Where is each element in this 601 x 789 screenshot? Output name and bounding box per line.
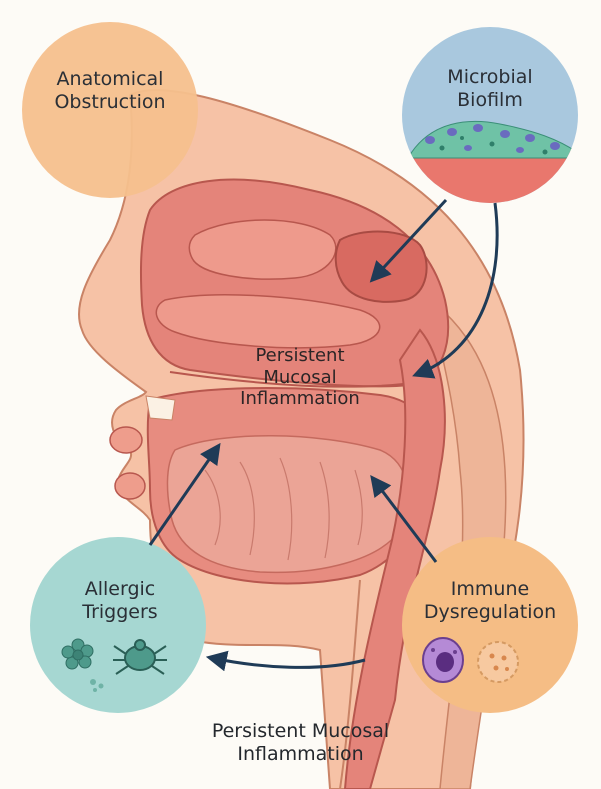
bottom-caption: Persistent Mucosal Inflammation	[150, 720, 451, 766]
allergic-line2: Triggers	[40, 601, 200, 624]
upper-lip	[110, 427, 142, 453]
immune-line1: Immune	[410, 578, 570, 601]
caption-line1: Persistent Mucosal	[150, 720, 451, 743]
allergic-triggers-circle	[30, 537, 206, 713]
microbial-biofilm-label: Microbial Biofilm	[410, 66, 570, 112]
microbial-line1: Microbial	[410, 66, 570, 89]
anatomical-obstruction-label: Anatomical Obstruction	[30, 68, 190, 114]
anatomical-line2: Obstruction	[30, 91, 190, 114]
immune-cell-icon	[423, 638, 463, 682]
center-line1: Persistent	[215, 345, 385, 367]
microbial-line2: Biofilm	[410, 89, 570, 112]
center-inflammation-label: Persistent Mucosal Inflammation	[215, 345, 385, 410]
immune-dysregulation-label: Immune Dysregulation	[410, 578, 570, 624]
immune-dysregulation-circle	[402, 537, 578, 713]
tongue	[167, 436, 408, 573]
allergic-triggers-label: Allergic Triggers	[40, 578, 200, 624]
microbial-biofilm-circle	[400, 27, 590, 210]
mast-cell-icon	[478, 642, 518, 682]
anatomical-line1: Anatomical	[30, 68, 190, 91]
sphenoid-sinus	[336, 232, 427, 302]
superior-turbinate	[189, 220, 335, 279]
center-line3: Inflammation	[215, 388, 385, 410]
immune-line2: Dysregulation	[410, 601, 570, 624]
caption-line2: Inflammation	[150, 743, 451, 766]
lower-lip	[115, 473, 145, 499]
allergic-line1: Allergic	[40, 578, 200, 601]
center-line2: Mucosal	[215, 367, 385, 389]
teeth	[146, 396, 175, 420]
